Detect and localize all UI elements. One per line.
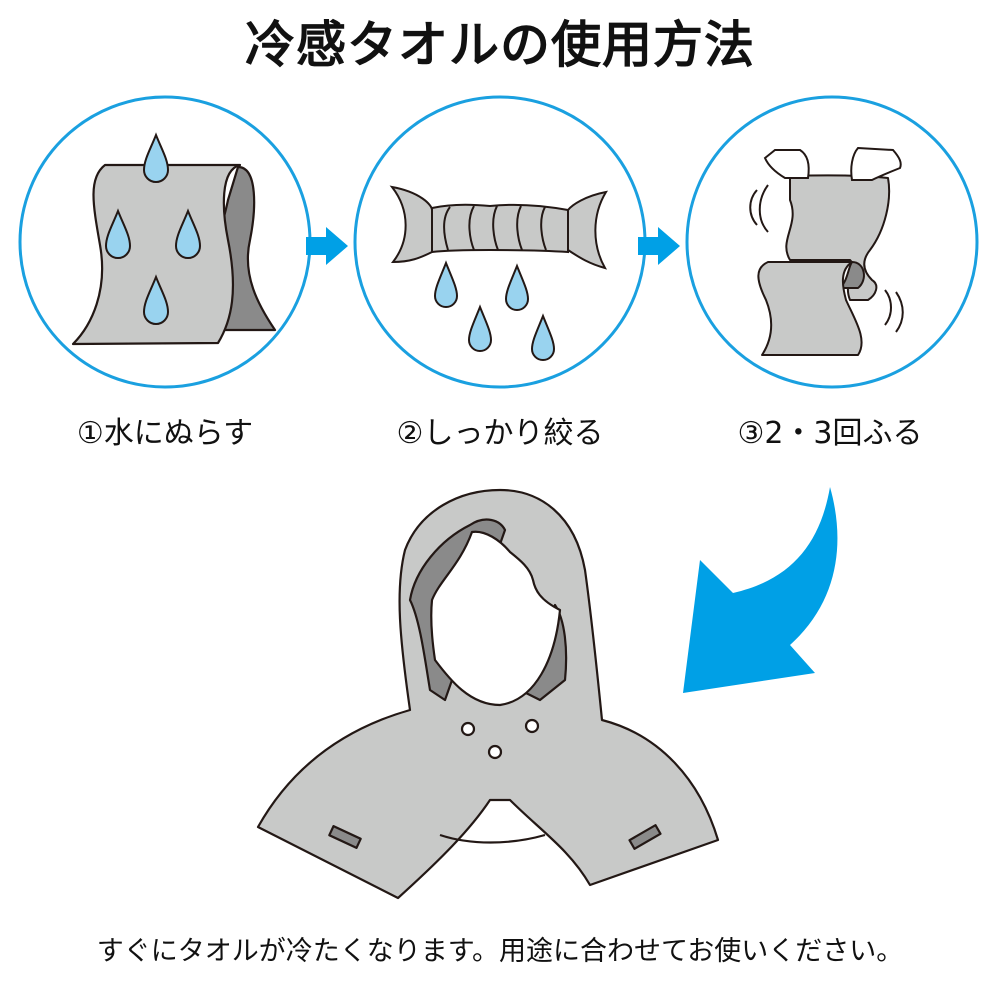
face-outline: [430, 530, 562, 707]
curved-arrow-icon: [683, 487, 838, 693]
page-title: 冷感タオルの使用方法: [245, 16, 755, 74]
neck-collar: [439, 833, 546, 844]
arrow-right-icon: [306, 227, 348, 265]
step-1-illustration: [18, 95, 312, 389]
snap-button-icon: [460, 721, 476, 737]
shaking-towel-icon: [757, 174, 891, 356]
snap-button-icon: [487, 744, 503, 760]
towel-hood-illustration: [256, 488, 720, 900]
step-1-label: ①水にぬらす: [76, 416, 254, 451]
step-2-label: ②しっかり絞る: [396, 416, 604, 451]
hand-icons: [763, 146, 902, 181]
towel-icon: [71, 163, 277, 346]
tab-patch: [328, 825, 362, 849]
wrung-towel-icon: [389, 185, 609, 270]
arrow-right-icon: [638, 227, 680, 265]
snap-button-icon: [524, 718, 540, 734]
shake-motion-icons: [749, 184, 904, 333]
water-drop-icons: [104, 132, 202, 325]
step-2-illustration: [353, 95, 647, 389]
step-3-label: ③2・3回ふる: [737, 416, 923, 451]
step-3-illustration: [685, 95, 979, 389]
dripping-drop-icons: [433, 260, 556, 361]
tab-patch: [628, 824, 662, 850]
footer-note: すぐにタオルが冷たくなります。用途に合わせてお使いください。: [96, 936, 904, 967]
